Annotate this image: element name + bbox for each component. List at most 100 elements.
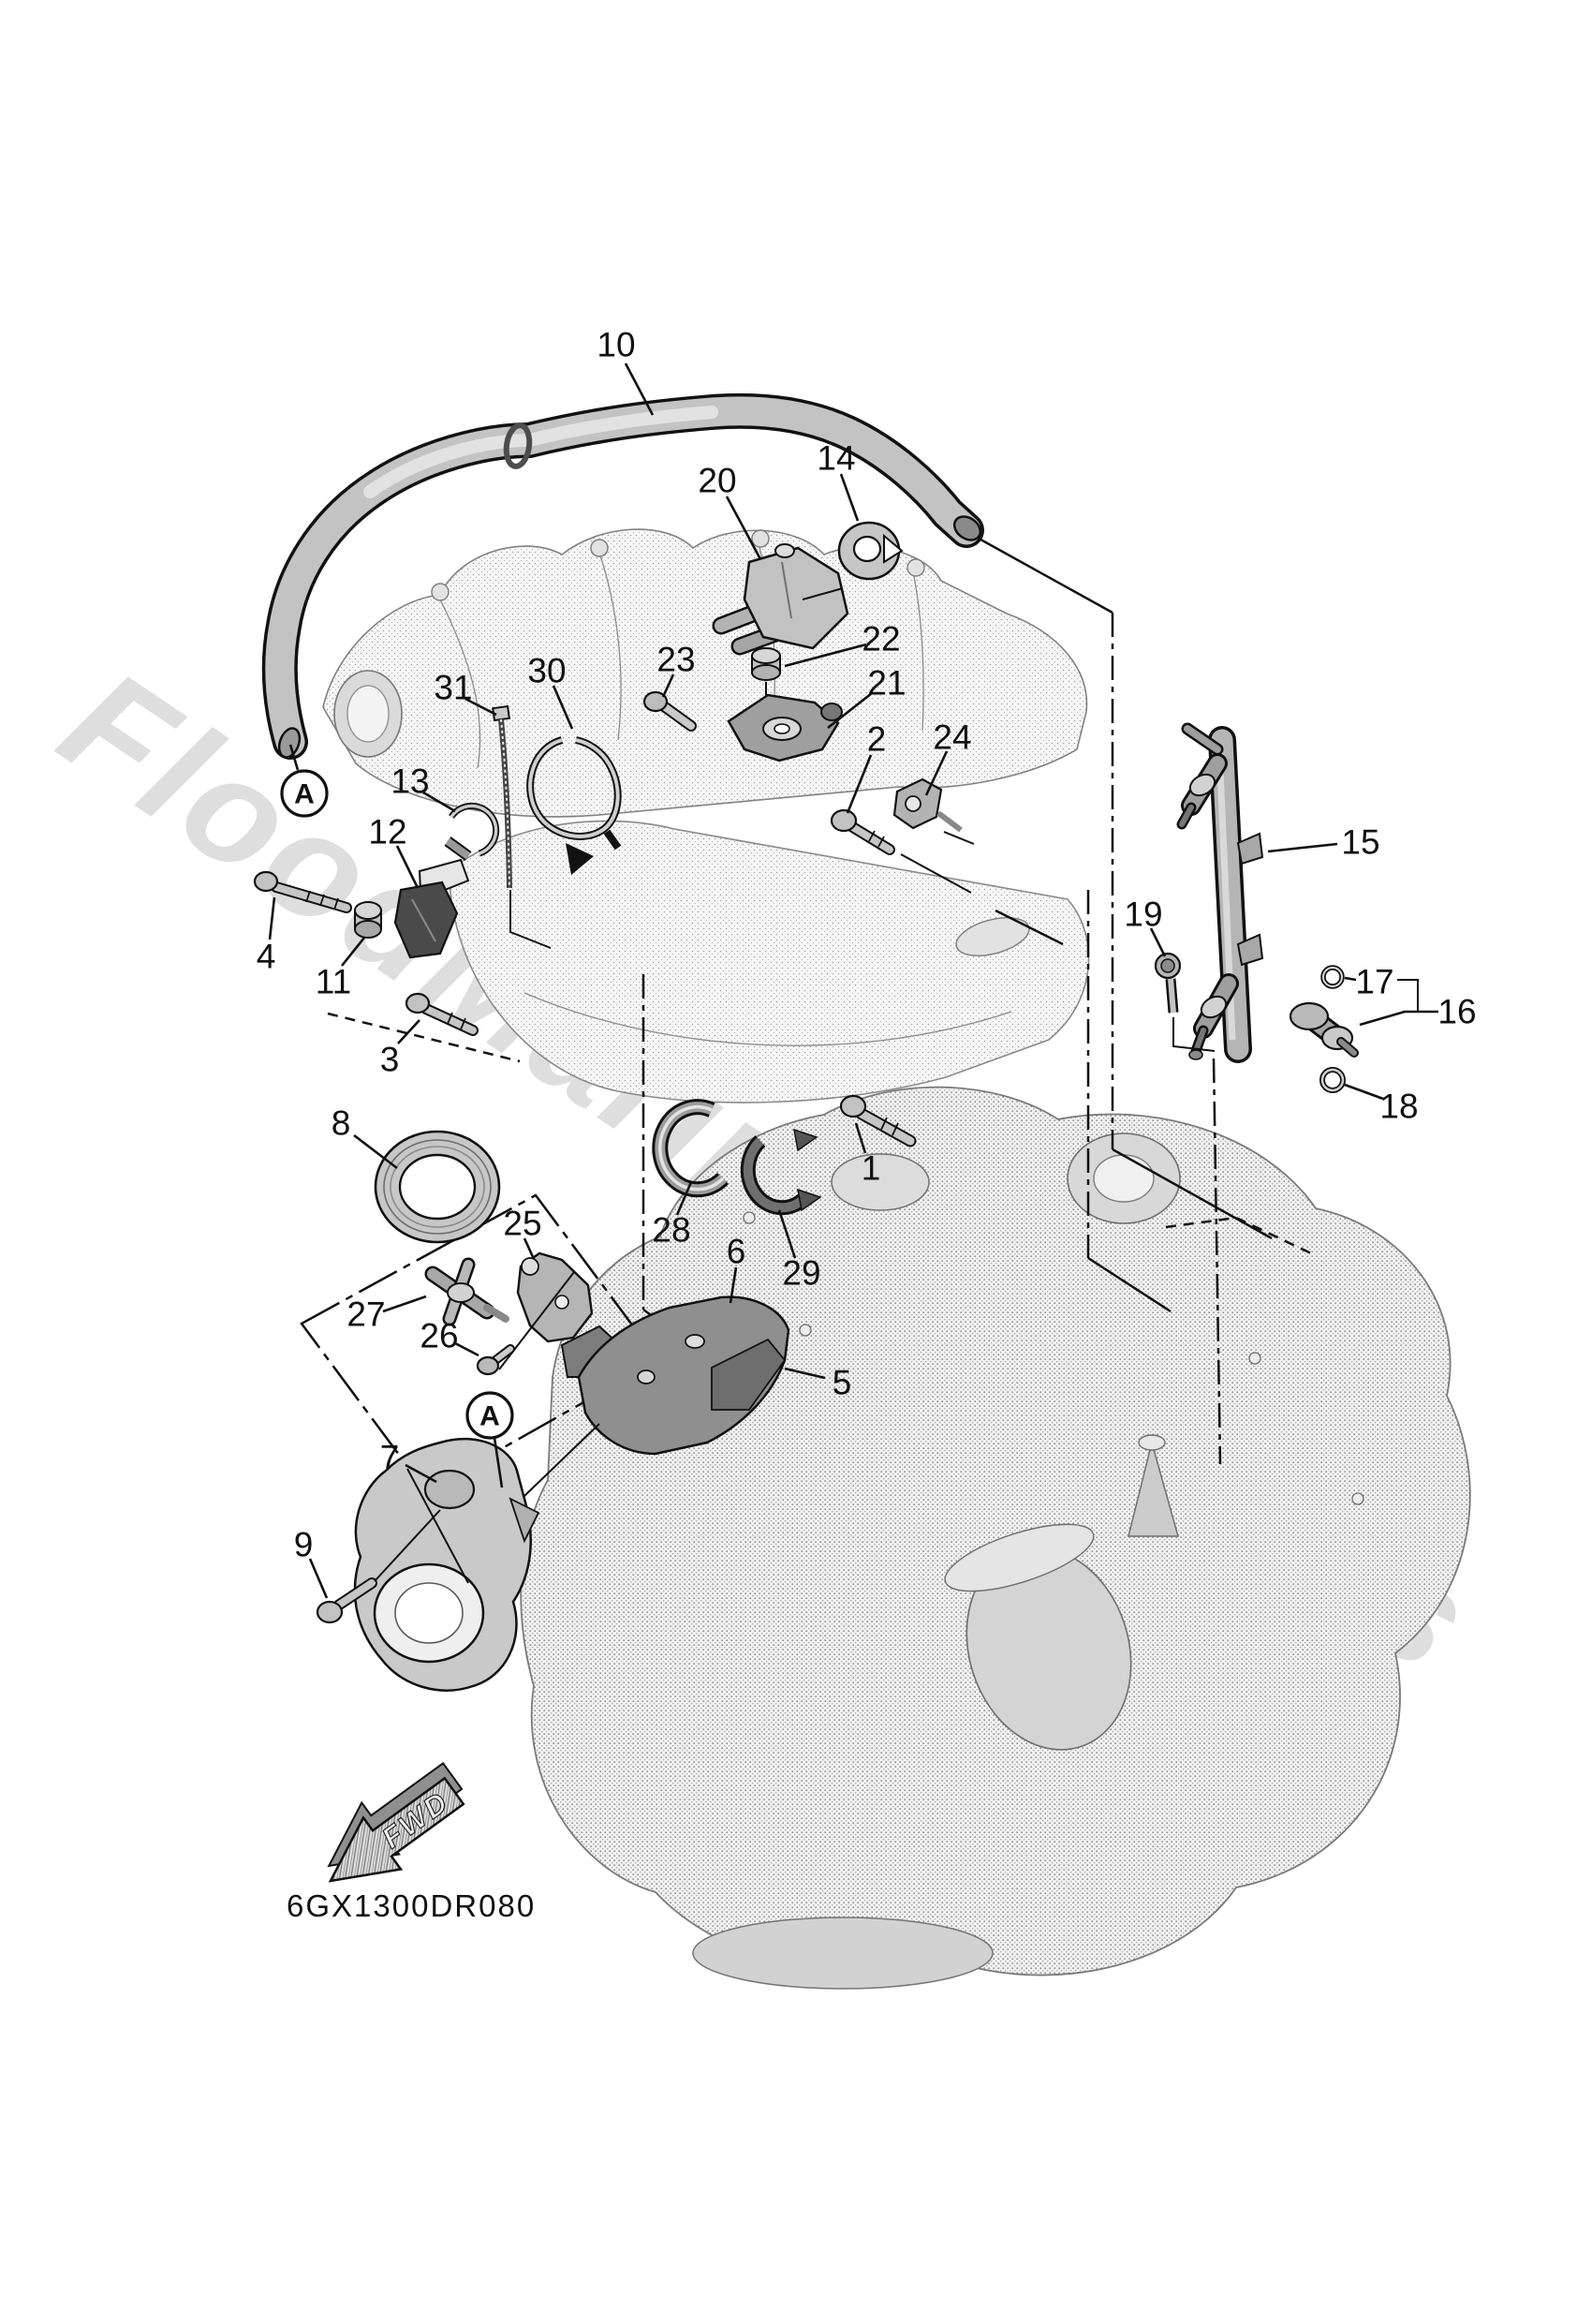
bolt-23 — [642, 690, 697, 732]
callout-24-leader — [924, 750, 949, 796]
callouts-layer: 1234567891011121314151617181920212223242… — [257, 326, 1477, 1599]
o-ring-17 — [1320, 965, 1345, 989]
engine-tower-bore — [1093, 1154, 1155, 1203]
callout-16: 16 — [1437, 993, 1476, 1031]
callout-12: 12 — [368, 813, 406, 851]
callout-28: 28 — [652, 1211, 690, 1250]
view-label-A-2-circle — [465, 1391, 514, 1440]
callout16-bracket — [1397, 979, 1419, 1011]
clamp-28 — [652, 1099, 730, 1198]
callout-26: 26 — [420, 1317, 458, 1355]
callout-31: 31 — [434, 669, 472, 707]
callout-4-leader — [268, 896, 276, 940]
callout-9-leader — [308, 1558, 329, 1599]
callout-3-leader — [397, 1019, 420, 1044]
engine-cylinder-boss — [831, 1153, 930, 1211]
bolt-2 — [830, 808, 895, 855]
seal-ring-8 — [374, 1130, 501, 1244]
callout-17: 17 — [1355, 963, 1393, 1001]
callout-20-leader — [725, 496, 762, 560]
view-label-A-1-circle — [280, 769, 329, 818]
callout-3: 3 — [380, 1041, 400, 1079]
view-label-A-2-leader — [493, 1437, 504, 1488]
breather-hose — [261, 392, 984, 760]
engine-skirt — [692, 1917, 994, 1990]
clamp-29 — [740, 1128, 822, 1216]
callout-26-leader — [454, 1341, 479, 1357]
callout-29: 29 — [782, 1254, 820, 1293]
callout-8-leader — [353, 1133, 398, 1170]
mount-bracket-5 — [523, 1295, 790, 1497]
callout-30: 30 — [527, 652, 566, 690]
fuel-injector-top — [1176, 753, 1228, 830]
bracket-25 — [498, 1251, 594, 1370]
callout-22: 22 — [862, 620, 900, 659]
callout-18-leader — [1344, 1083, 1384, 1101]
callout-7: 7 — [380, 1439, 400, 1477]
direction-arrowhead — [566, 843, 594, 875]
hose-clamp — [503, 422, 533, 469]
callout-1: 1 — [862, 1149, 881, 1188]
seal-18 — [1319, 1067, 1346, 1093]
view-label-A-1-leader — [288, 744, 300, 771]
callout-21-leader — [827, 691, 873, 730]
throttle-flange-bore — [346, 685, 390, 743]
callout-10-leader — [624, 363, 655, 416]
joint-27 — [424, 1257, 509, 1326]
callout-16-leader — [1359, 1010, 1438, 1027]
fwd-arrow: FWD — [327, 1761, 465, 1883]
callout-4: 4 — [257, 938, 276, 976]
bolt-4 — [253, 870, 352, 913]
callout-6: 6 — [727, 1233, 746, 1271]
callout-25: 25 — [503, 1205, 541, 1243]
callout-15-leader — [1267, 842, 1338, 853]
callout-11: 11 — [316, 963, 351, 1001]
view-label-A-1: A — [294, 779, 315, 810]
callout-28-leader — [675, 1181, 693, 1216]
callout-10: 10 — [597, 326, 635, 364]
callout-5-leader — [784, 1367, 826, 1380]
bolt-19 — [1154, 952, 1216, 1052]
sensor-16 — [1289, 1001, 1359, 1058]
bolt-3 — [405, 992, 479, 1036]
callout-23: 23 — [656, 641, 695, 679]
bushing-22 — [751, 647, 781, 719]
callout-6-leader — [729, 1266, 738, 1304]
callout-19-leader — [1149, 927, 1167, 957]
callout-27-leader — [382, 1295, 427, 1313]
clip-24 — [892, 777, 963, 833]
callout-30-leader — [552, 685, 574, 730]
callout-22-leader — [784, 643, 867, 668]
throttle-body-7 — [353, 1437, 540, 1692]
cable-tie-31 — [492, 704, 512, 889]
callout-20: 20 — [698, 462, 736, 500]
view-label-A-2: A — [479, 1401, 500, 1432]
callout-12-leader — [395, 845, 420, 889]
callout-23-leader — [661, 674, 675, 698]
hose-end-left — [277, 727, 302, 759]
callout-13: 13 — [391, 762, 429, 801]
fuel-injector-bottom — [1188, 973, 1239, 1060]
callout-14: 14 — [817, 439, 855, 478]
sensor-bracket-20 — [712, 543, 849, 656]
callout-31-leader — [464, 697, 497, 717]
engine-bolt-dots — [743, 1211, 1364, 1505]
spacer-11 — [354, 901, 382, 939]
callout-2-leader — [846, 754, 873, 814]
diagram-code: 6GX1300DR080 — [287, 1888, 536, 1923]
manifold-bosses — [431, 529, 1030, 956]
callout-2: 2 — [867, 720, 887, 759]
damper-12 — [393, 858, 470, 959]
callout-13-leader — [422, 791, 456, 813]
callout-7-leader — [405, 1463, 437, 1484]
intake-manifold — [322, 528, 1090, 1103]
callout-25-leader — [523, 1237, 536, 1260]
callout-9: 9 — [294, 1526, 314, 1564]
stay-bracket-21 — [727, 693, 843, 762]
callout-19: 19 — [1124, 896, 1162, 934]
bolt-9 — [316, 1509, 441, 1624]
fuel-rail-15 — [1176, 722, 1264, 1063]
callout-21: 21 — [867, 664, 906, 703]
